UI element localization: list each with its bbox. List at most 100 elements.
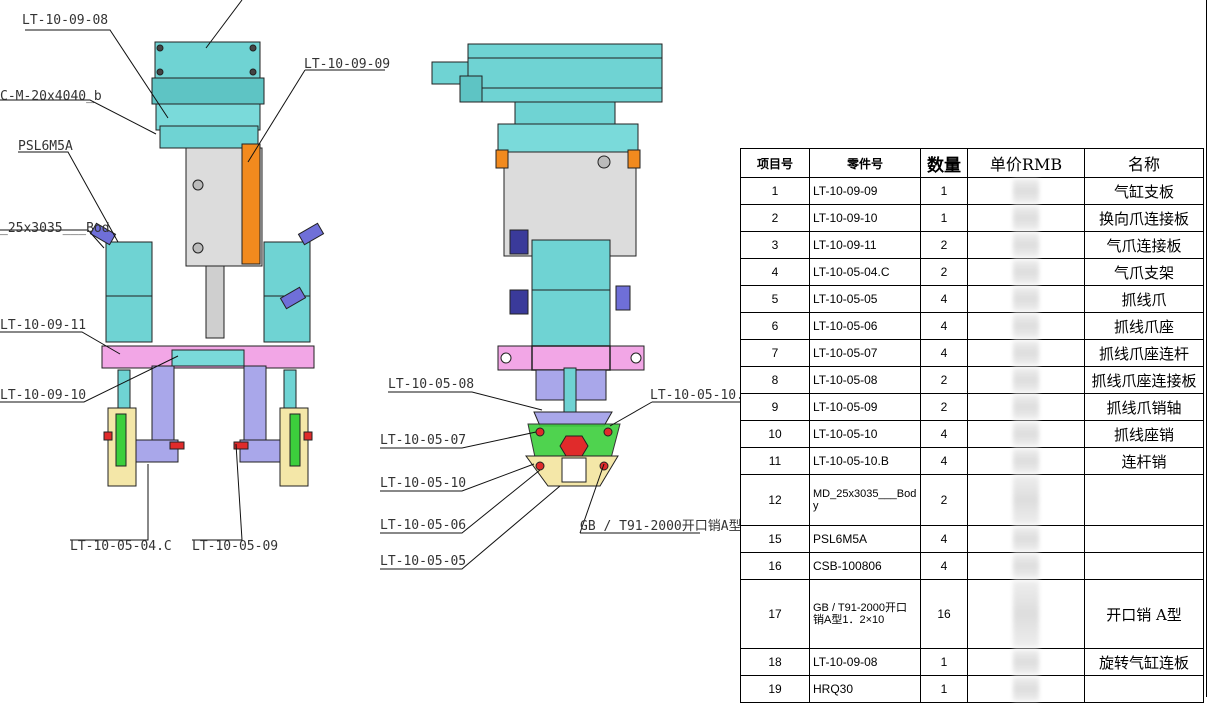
- bom-unit-price: [967, 231, 1085, 259]
- bom-quantity: 1: [920, 204, 968, 232]
- callout-lt-10-05-10: LT-10-05-10: [380, 476, 466, 491]
- callout-lt-10-05-05: LT-10-05-05: [380, 554, 466, 569]
- bom-part-no: LT-10-09-09: [809, 177, 921, 205]
- bom-quantity: 2: [920, 366, 968, 394]
- bom-item-no: 11: [740, 447, 810, 475]
- bom-unit-price: [967, 579, 1085, 649]
- bom-unit-price: [967, 447, 1085, 475]
- leader-lines: [0, 0, 744, 570]
- bom-item-no: 17: [740, 579, 810, 649]
- redacted-price: [1013, 581, 1039, 647]
- bom-unit-price: [967, 258, 1085, 286]
- bom-part-no: LT-10-05-07: [809, 339, 921, 367]
- bom-item-no: 4: [740, 258, 810, 286]
- bom-quantity: 4: [920, 447, 968, 475]
- bom-part-name: [1084, 675, 1204, 703]
- header-item-no: 项目号: [740, 148, 810, 178]
- redacted-price: [1013, 449, 1039, 473]
- header-quantity: 数量: [920, 148, 968, 178]
- bom-quantity: 4: [920, 312, 968, 340]
- callout-lt-10-05-06: LT-10-05-06: [380, 518, 466, 533]
- bom-unit-price: [967, 393, 1085, 421]
- bom-unit-price: [967, 525, 1085, 553]
- bom-part-no: CSB-100806: [809, 552, 921, 580]
- bom-unit-price: [967, 312, 1085, 340]
- bom-quantity: 4: [920, 552, 968, 580]
- bom-part-no: LT-10-05-05: [809, 285, 921, 313]
- bom-part-no: LT-10-05-06: [809, 312, 921, 340]
- callout-psl6m5a: PSL6M5A: [18, 139, 73, 154]
- redacted-price: [1013, 314, 1039, 338]
- bom-part-name: 抓线爪销轴: [1084, 393, 1204, 421]
- bom-part-no: HRQ30: [809, 675, 921, 703]
- bom-quantity: 2: [920, 231, 968, 259]
- bom-quantity: 2: [920, 258, 968, 286]
- redacted-price: [1013, 527, 1039, 551]
- callout-md-body: _25x3035___Bod: [0, 221, 110, 236]
- bom-part-name: 抓线爪座: [1084, 312, 1204, 340]
- bom-unit-price: [967, 474, 1085, 526]
- bom-unit-price: [967, 366, 1085, 394]
- left-assembly-view: [89, 41, 325, 487]
- bom-item-no: 1: [740, 177, 810, 205]
- redacted-price: [1013, 650, 1039, 674]
- bom-part-no: LT-10-05-10.B: [809, 447, 921, 475]
- bom-part-no: LT-10-09-11: [809, 231, 921, 259]
- bom-quantity: 4: [920, 420, 968, 448]
- redacted-price: [1013, 179, 1039, 203]
- sheet-border-line: [1206, 0, 1207, 697]
- bom-part-name: 开口销 A型: [1084, 579, 1204, 649]
- callout-lt-10-09-11: LT-10-09-11: [0, 318, 86, 333]
- callout-lt-10-05-10b: LT-10-05-10.B: [650, 388, 752, 403]
- callout-lt-10-05-09: LT-10-05-09: [192, 539, 278, 554]
- callout-lt-10-09-09: LT-10-09-09: [304, 57, 390, 72]
- redacted-price: [1013, 233, 1039, 257]
- bom-item-no: 16: [740, 552, 810, 580]
- bom-item-no: 9: [740, 393, 810, 421]
- bom-unit-price: [967, 420, 1085, 448]
- callout-lt-10-05-04c: LT-10-05-04.C: [70, 539, 172, 554]
- bom-part-name: 抓线爪座连杆: [1084, 339, 1204, 367]
- bom-part-no: LT-10-09-10: [809, 204, 921, 232]
- header-unit-price: 单价RMB: [967, 148, 1085, 178]
- redacted-price: [1013, 476, 1039, 524]
- bom-item-no: 12: [740, 474, 810, 526]
- redacted-price: [1013, 554, 1039, 578]
- callout-lt-10-05-08: LT-10-05-08: [388, 377, 474, 392]
- bom-part-name: 旋转气缸连板: [1084, 648, 1204, 676]
- bom-quantity: 4: [920, 525, 968, 553]
- redacted-price: [1013, 260, 1039, 284]
- side-assembly-view: [431, 43, 663, 487]
- redacted-price: [1013, 341, 1039, 365]
- bom-quantity: 4: [920, 339, 968, 367]
- redacted-price: [1013, 395, 1039, 419]
- bom-part-name: 气爪连接板: [1084, 231, 1204, 259]
- callout-lt-10-09-10: LT-10-09-10: [0, 388, 86, 403]
- bom-part-name: [1084, 474, 1204, 526]
- bom-item-no: 19: [740, 675, 810, 703]
- bom-part-no: MD_25x3035___Body: [809, 474, 921, 526]
- bom-item-no: 10: [740, 420, 810, 448]
- bom-unit-price: [967, 285, 1085, 313]
- bom-item-no: 8: [740, 366, 810, 394]
- bom-quantity: 1: [920, 177, 968, 205]
- bom-item-no: 5: [740, 285, 810, 313]
- bom-part-no: LT-10-09-08: [809, 648, 921, 676]
- bom-unit-price: [967, 648, 1085, 676]
